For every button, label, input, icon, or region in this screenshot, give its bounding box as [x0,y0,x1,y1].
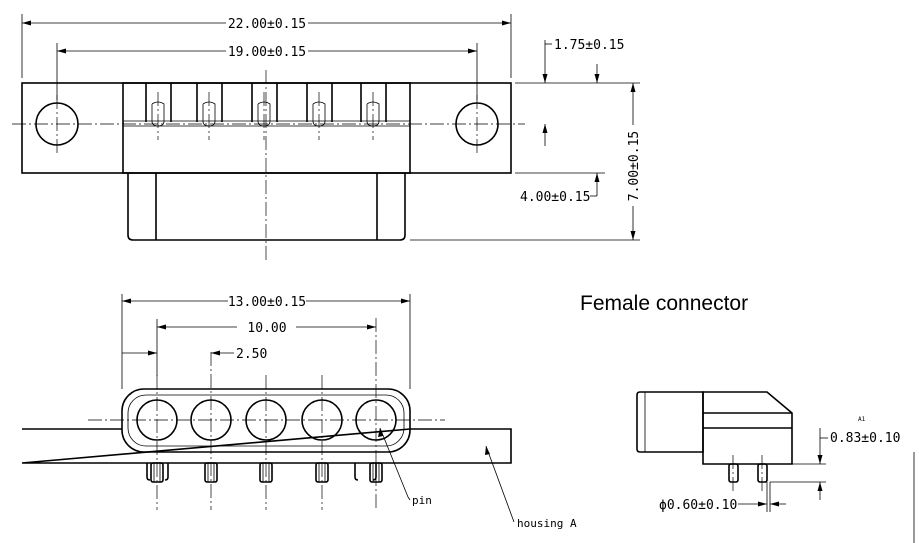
dim-overall-width: 22.00±0.15 [228,17,306,32]
side-pin-2 [757,463,768,483]
dim-pin-diameter: ϕ0.60±0.10 [659,498,737,513]
mark-a1: A1 [858,416,866,423]
dim-hole-pitch: 19.00±0.15 [228,45,306,60]
drawing-title: Female connector [580,292,748,315]
side-plug [636,391,704,453]
dim-pin-height: 0.83±0.10 [830,431,900,446]
dim-pin-pitch: 2.50 [236,347,267,362]
front-view: 13.00±0.15 10.00 2.50 pin housing A [21,294,577,530]
housing-label: housing A [517,517,577,530]
side-pin-1 [728,463,739,483]
top-lower-body [127,173,406,241]
front-pins [146,462,383,483]
dim-total-height: 7.00±0.15 [627,131,642,201]
pin-label: pin [412,494,432,507]
side-view: A1 0.83±0.10 ϕ0.60±0.10 [636,391,900,513]
top-housing [122,82,411,174]
top-view: 22.00±0.15 19.00±0.15 1.75±0.15 4.00±0.1… [12,14,642,262]
dim-body-height: 4.00±0.15 [520,190,590,205]
top-contact-slots [145,83,387,127]
top-flange [21,82,512,174]
dim-pin-span: 10.00 [247,321,286,336]
dim-housing-width: 13.00±0.15 [228,295,306,310]
side-housing [702,391,793,465]
dim-flange-offset: 1.75±0.15 [554,38,624,53]
